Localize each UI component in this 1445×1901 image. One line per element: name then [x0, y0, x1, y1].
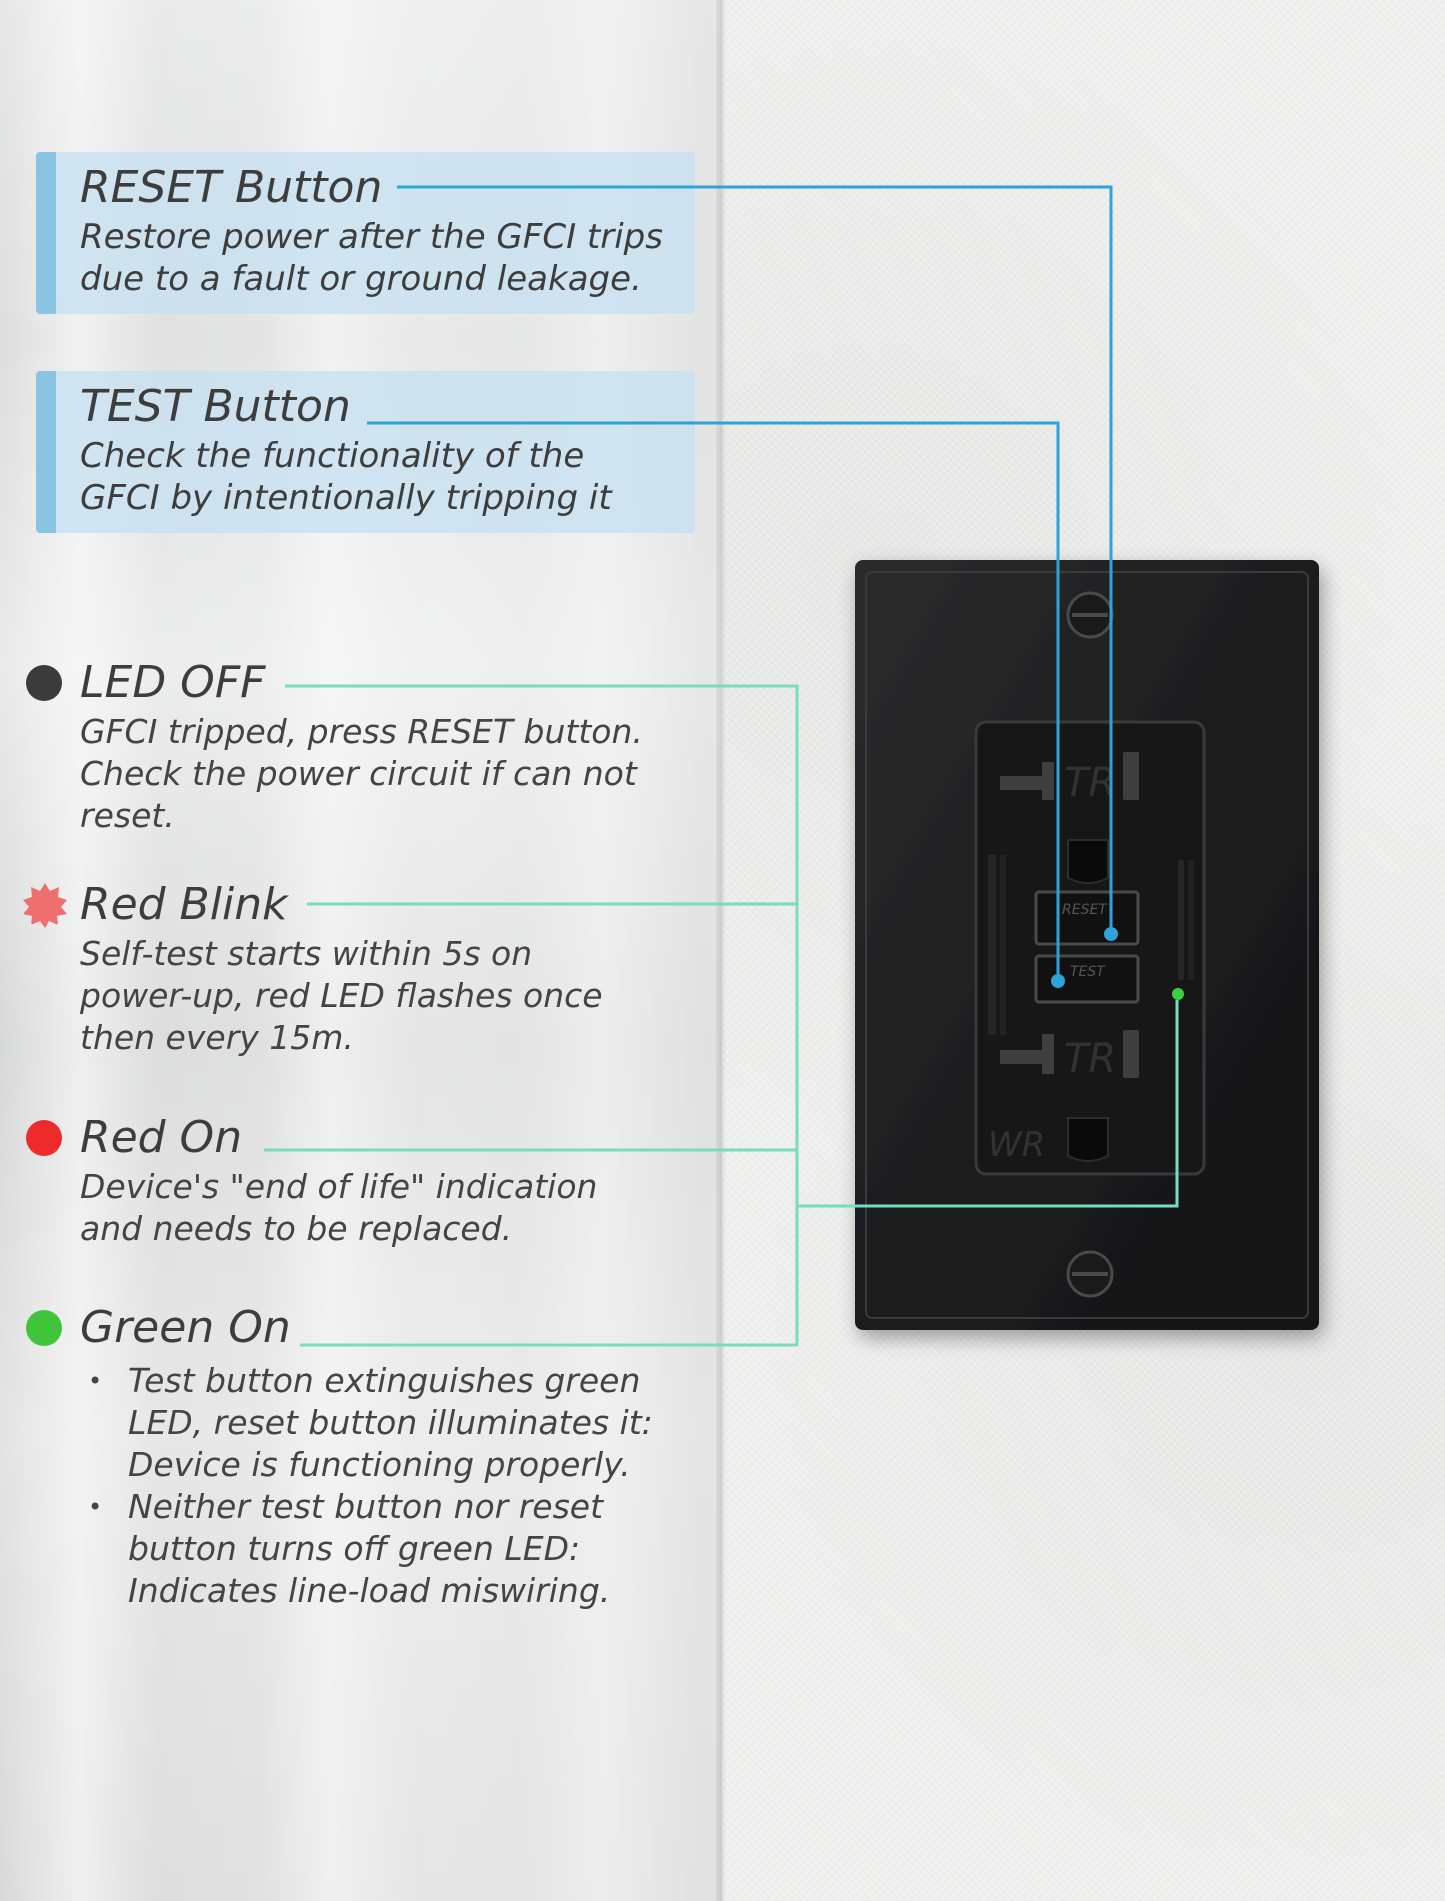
indicator-led-icon — [1172, 988, 1184, 1000]
green-on-bullet-1-line-3: Device is functioning properly. — [128, 1445, 631, 1484]
led-off-line-2: Check the power circuit if can not — [80, 754, 637, 793]
green-on-bullet-2-line-1: Neither test button nor reset — [128, 1487, 604, 1526]
led-off-line-1: GFCI tripped, press RESET button. — [80, 712, 643, 751]
wall-plate-bevel — [865, 571, 1309, 1319]
textured-wall-background — [722, 0, 1445, 1901]
test-callout-dot — [1051, 974, 1065, 988]
green-on-bullet-1-line-2: LED, reset button illuminates it: — [128, 1403, 653, 1442]
left-panel-background — [0, 0, 722, 1901]
test-button-label: TEST — [1070, 964, 1106, 980]
bottom-screw-icon — [1066, 1250, 1114, 1298]
led-off-dot-icon — [26, 665, 62, 701]
red-on-line-1: Device's "end of life" indication — [80, 1167, 598, 1206]
green-on-bullet-2-line-2: button turns off green LED: — [128, 1529, 581, 1568]
reset-callout-dot — [1104, 927, 1118, 941]
top-tr-marking: TR — [1064, 760, 1116, 806]
reset-button-card: RESET Button Restore power after the GFC… — [36, 152, 695, 314]
side-instruction-marks — [988, 855, 1194, 1035]
top-outlet-slots — [1000, 752, 1139, 884]
green-on-legend: Green On Test button extinguishes green … — [22, 1300, 653, 1612]
reset-card-title: RESET Button — [80, 162, 383, 213]
test-card-title: TEST Button — [80, 381, 351, 432]
green-on-bullet-1-line-1: Test button extinguishes green — [128, 1361, 641, 1400]
test-callout-line — [367, 421, 1060, 981]
reset-card-line-2: due to a fault or ground leakage. — [80, 259, 642, 299]
bottom-tr-marking: TR — [1064, 1036, 1116, 1082]
red-blink-line-2: power-up, red LED flashes once — [80, 976, 603, 1015]
wr-marking: WR — [988, 1125, 1045, 1165]
led-off-title: LED OFF — [80, 657, 266, 708]
green-on-bullet-1: Test button extinguishes green LED, rese… — [88, 1360, 653, 1486]
test-button-icon — [1034, 954, 1140, 1004]
top-screw-icon — [1066, 591, 1114, 639]
red-blink-legend: Red Blink Self-test starts within 5s on … — [22, 877, 603, 1059]
green-on-bullet-list: Test button extinguishes green LED, rese… — [88, 1360, 653, 1612]
wall-edge-shadow — [716, 0, 726, 1901]
reset-card-line-1: Restore power after the GFCI trips — [80, 217, 663, 257]
red-blink-line-1: Self-test starts within 5s on — [80, 934, 533, 973]
test-button-card: TEST Button Check the functionality of t… — [36, 371, 695, 533]
bottom-outlet-slots — [1000, 1030, 1139, 1162]
green-on-dot-icon — [26, 1310, 62, 1346]
green-on-bullet-2-line-3: Indicates line-load miswiring. — [128, 1571, 611, 1610]
red-blink-line-3: then every 15m. — [80, 1018, 354, 1057]
reset-callout-line — [397, 185, 1113, 934]
reset-button-icon — [1034, 890, 1140, 946]
red-on-title: Red On — [80, 1112, 243, 1163]
test-card-line-1: Check the functionality of the — [80, 436, 585, 476]
led-off-legend: LED OFF GFCI tripped, press RESET button… — [22, 655, 643, 837]
red-blink-burst-icon — [23, 883, 67, 928]
red-on-dot-icon — [26, 1120, 62, 1156]
reset-button-label: RESET — [1062, 902, 1108, 918]
green-on-title: Green On — [80, 1302, 291, 1353]
led-off-line-3: reset. — [80, 796, 175, 835]
test-card-line-2: GFCI by intentionally tripping it — [80, 478, 612, 518]
red-blink-title: Red Blink — [80, 879, 288, 930]
green-on-bullet-2: Neither test button nor reset button tur… — [88, 1486, 653, 1612]
led-callout-lines — [264, 684, 1179, 1347]
red-on-legend: Red On Device's "end of life" indication… — [22, 1110, 597, 1250]
red-on-line-2: and needs to be replaced. — [80, 1209, 513, 1248]
